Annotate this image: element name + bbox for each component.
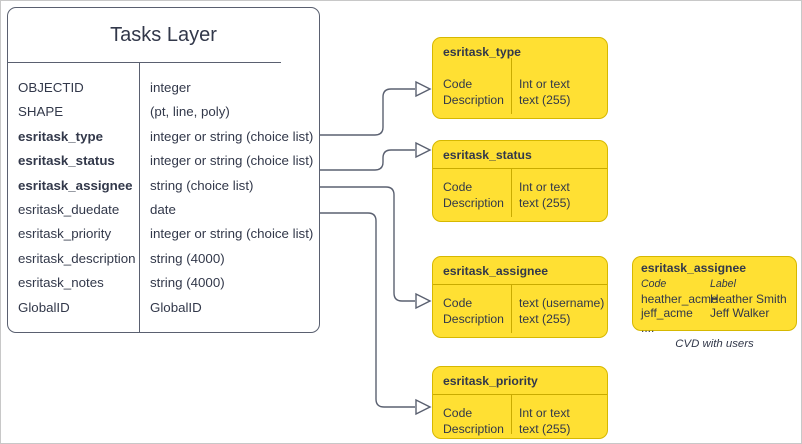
cvd-label-column: Label Heather Smith Jeff Walker: [710, 277, 787, 321]
domain-title: esritask_type: [443, 45, 521, 59]
table-row: esritask_priority integer or string (cho…: [8, 226, 319, 250]
cvd-label-value: Jeff Walker: [710, 306, 770, 321]
connector-esritask-type: [320, 88, 415, 136]
field-type: date: [150, 201, 176, 217]
domain-right-line: text (username): [519, 296, 605, 310]
arrowhead-icon: [415, 398, 432, 416]
domain-right-line: text (255): [519, 196, 571, 210]
column-divider: [511, 394, 512, 434]
cvd-ellipsis: ....: [641, 320, 655, 335]
cvd-code-value: jeff_acme: [641, 306, 693, 321]
domain-box-esritask-priority: esritask_priority Code Description Int o…: [432, 366, 608, 439]
field-name: esritask_type: [18, 128, 104, 144]
table-row: GlobalID GlobalID: [8, 300, 319, 324]
field-type: integer: [150, 80, 191, 95]
domain-right-line: Int or text: [519, 406, 570, 420]
domain-title: esritask_priority: [443, 374, 538, 388]
column-divider: [139, 62, 140, 332]
header-divider: [433, 168, 607, 169]
header-divider: [433, 394, 607, 395]
header-divider: [8, 62, 281, 63]
field-name: esritask_status: [18, 153, 115, 169]
field-type: (pt, line, poly): [150, 104, 230, 120]
field-name: esritask_description: [18, 250, 136, 266]
field-name: esritask_priority: [18, 226, 112, 242]
header-divider: [433, 284, 607, 285]
cvd-sample-box: esritask_assignee Code heather_acme jeff…: [632, 256, 797, 335]
table-row: esritask_description string (4000): [8, 251, 319, 275]
field-name: SHAPE: [18, 104, 64, 120]
field-name: esritask_duedate: [18, 201, 120, 217]
table-row: esritask_assignee string (choice list): [8, 178, 319, 202]
field-name: esritask_assignee: [18, 177, 133, 193]
cvd-title: esritask_assignee: [641, 261, 747, 275]
field-type: integer or string (choice list): [150, 128, 314, 144]
field-list: OBJECTID integer SHAPE (pt, line, poly) …: [8, 80, 319, 324]
field-name: GlobalID: [18, 299, 70, 315]
domain-box-esritask-type: esritask_type Code Description Int or te…: [432, 37, 608, 119]
column-divider: [511, 284, 512, 333]
domain-left-line: Description: [443, 422, 504, 436]
cvd-code-column: Code heather_acme jeff_acme ....: [641, 277, 718, 335]
cvd-label-header: Label: [710, 278, 736, 290]
domain-left-line: Description: [443, 93, 504, 107]
column-divider: [511, 168, 512, 217]
domain-right-line: text (255): [519, 422, 571, 436]
entity-tasks-layer: Tasks Layer OBJECTID integer SHAPE (pt, …: [7, 7, 320, 333]
table-row: esritask_type integer or string (choice …: [8, 129, 319, 153]
field-name: esritask_notes: [18, 275, 104, 291]
connector-esritask-priority: [320, 212, 415, 408]
column-divider: [511, 58, 512, 114]
cvd-label-value: Heather Smith: [710, 291, 787, 306]
domain-right-line: Int or text: [519, 77, 570, 91]
domain-left-line: Code: [443, 406, 473, 420]
arrowhead-icon: [415, 141, 432, 159]
domain-title: esritask_status: [443, 148, 532, 162]
domain-left-line: Code: [443, 180, 473, 194]
arrowhead-icon: [415, 292, 432, 310]
field-type: string (4000): [150, 275, 225, 291]
domain-title: esritask_assignee: [443, 264, 549, 278]
field-type: string (4000): [150, 250, 225, 266]
table-row: SHAPE (pt, line, poly): [8, 104, 319, 128]
domain-left-line: Code: [443, 77, 473, 91]
arrowhead-icon: [415, 80, 432, 98]
field-name: OBJECTID: [18, 80, 84, 95]
field-type: GlobalID: [150, 299, 202, 315]
connector-esritask-status: [320, 149, 415, 171]
table-row: esritask_status integer or string (choic…: [8, 153, 319, 177]
connector-esritask-assignee: [320, 186, 415, 302]
cvd-caption: CVD with users: [675, 338, 754, 350]
cvd-code-header: Code: [641, 278, 667, 290]
domain-left-line: Description: [443, 312, 504, 326]
domain-right-line: text (255): [519, 312, 571, 326]
table-row: OBJECTID integer: [8, 80, 319, 104]
page-title: Tasks Layer: [110, 24, 217, 46]
field-type: integer or string (choice list): [150, 226, 314, 242]
domain-box-esritask-assignee: esritask_assignee Code Description text …: [432, 256, 608, 338]
field-type: integer or string (choice list): [150, 153, 314, 169]
table-row: esritask_notes string (4000): [8, 275, 319, 299]
domain-right-line: Int or text: [519, 180, 570, 194]
domain-left-line: Description: [443, 196, 504, 210]
cvd-code-value: heather_acme: [641, 291, 718, 306]
field-type: string (choice list): [150, 177, 254, 193]
domain-right-line: text (255): [519, 93, 571, 107]
domain-box-esritask-status: esritask_status Code Description Int or …: [432, 140, 608, 222]
domain-left-line: Code: [443, 296, 473, 310]
table-row: esritask_duedate date: [8, 202, 319, 226]
